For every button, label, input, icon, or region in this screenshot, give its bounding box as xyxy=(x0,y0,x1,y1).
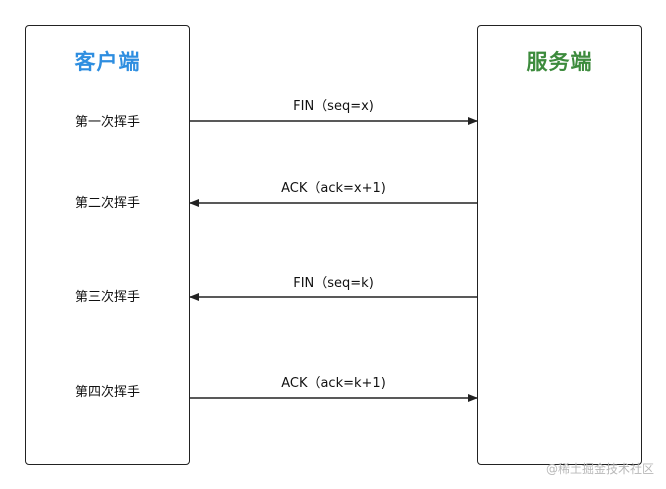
message-3-label: FIN（seq=k) xyxy=(293,276,374,291)
step-4-label: 第四次挥手 xyxy=(74,385,140,400)
message-1-label: FIN（seq=x) xyxy=(293,99,374,114)
message-4-label: ACK（ack=k+1) xyxy=(281,376,386,391)
step-3-label: 第三次挥手 xyxy=(74,290,140,305)
server-box: 服务端 xyxy=(477,25,642,465)
client-title: 客户端 xyxy=(74,50,141,74)
client-box: 客户端 xyxy=(25,25,190,465)
message-2-label: ACK（ack=x+1) xyxy=(281,181,386,196)
step-2-label: 第二次挥手 xyxy=(74,196,140,211)
server-title: 服务端 xyxy=(526,50,593,74)
step-1-label: 第一次挥手 xyxy=(74,115,140,130)
watermark: @稀土掘金技术社区 xyxy=(545,462,654,476)
